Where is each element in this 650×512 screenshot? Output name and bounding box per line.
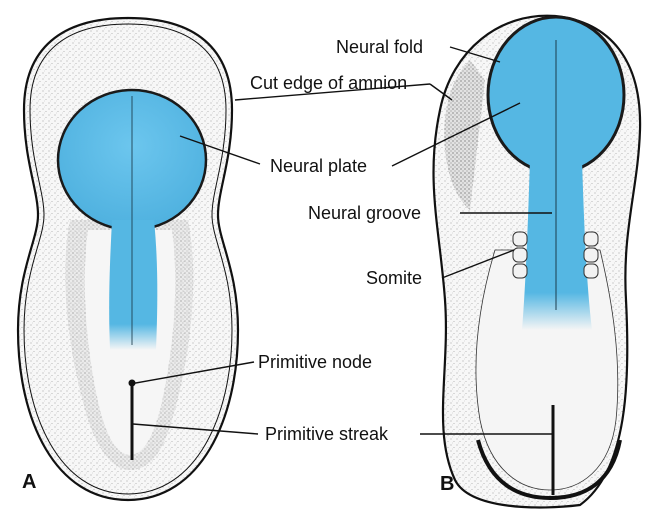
embryo-a — [18, 18, 238, 500]
somite-right-2 — [584, 248, 598, 262]
label-primitive-streak: Primitive streak — [265, 424, 389, 444]
somite-left-3 — [513, 264, 527, 278]
label-neural-fold: Neural fold — [336, 37, 423, 57]
label-neural-plate: Neural plate — [270, 156, 367, 176]
somite-right-1 — [584, 232, 598, 246]
neural-tube-b — [522, 160, 592, 330]
neural-plate-tail-a — [109, 220, 157, 350]
label-primitive-node: Primitive node — [258, 352, 372, 372]
label-neural-groove: Neural groove — [308, 203, 421, 223]
label-somite: Somite — [366, 268, 422, 288]
label-cut-edge-of-amnion: Cut edge of amnion — [250, 73, 407, 93]
panel-label-b: B — [440, 473, 454, 495]
somite-left-2 — [513, 248, 527, 262]
somite-right-3 — [584, 264, 598, 278]
somite-left-1 — [513, 232, 527, 246]
panel-label-a: A — [22, 471, 36, 493]
